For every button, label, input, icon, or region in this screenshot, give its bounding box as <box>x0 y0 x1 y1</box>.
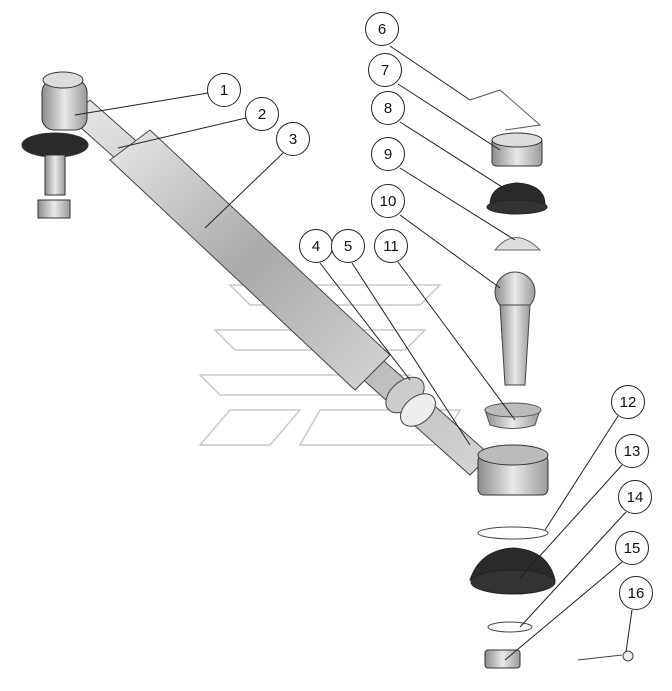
callout-14: 14 <box>618 480 652 514</box>
boot-13 <box>469 547 556 595</box>
clamp-collar <box>385 376 436 427</box>
callout-7: 7 <box>368 53 402 87</box>
callout-3: 3 <box>276 122 310 156</box>
callout-13: 13 <box>615 434 649 468</box>
nut-15 <box>484 649 521 669</box>
callout-6: 6 <box>365 12 399 46</box>
boot-8 <box>486 182 548 215</box>
callout-10: 10 <box>371 184 405 218</box>
callout-9: 9 <box>371 137 405 171</box>
callout-16: 16 <box>619 576 653 610</box>
callout-5: 5 <box>331 229 365 263</box>
ring-12 <box>477 526 549 540</box>
castle-nut-7 <box>491 132 543 167</box>
pin-16 <box>577 650 634 662</box>
right-rod-end <box>477 444 549 496</box>
callout-8: 8 <box>371 91 405 125</box>
callout-15: 15 <box>615 531 649 565</box>
callout-2: 2 <box>245 97 279 131</box>
insert-11 <box>484 402 542 429</box>
callout-1: 1 <box>207 73 241 107</box>
cotter-pin-6 <box>469 89 542 131</box>
callout-12: 12 <box>611 385 645 419</box>
callout-11: 11 <box>374 229 408 263</box>
leader-lines <box>74 45 633 661</box>
ball-pin-10 <box>494 271 536 386</box>
callout-4: 4 <box>299 229 333 263</box>
ring-14 <box>487 621 533 633</box>
seat-9 <box>493 237 542 251</box>
left-rod-end <box>21 71 89 219</box>
